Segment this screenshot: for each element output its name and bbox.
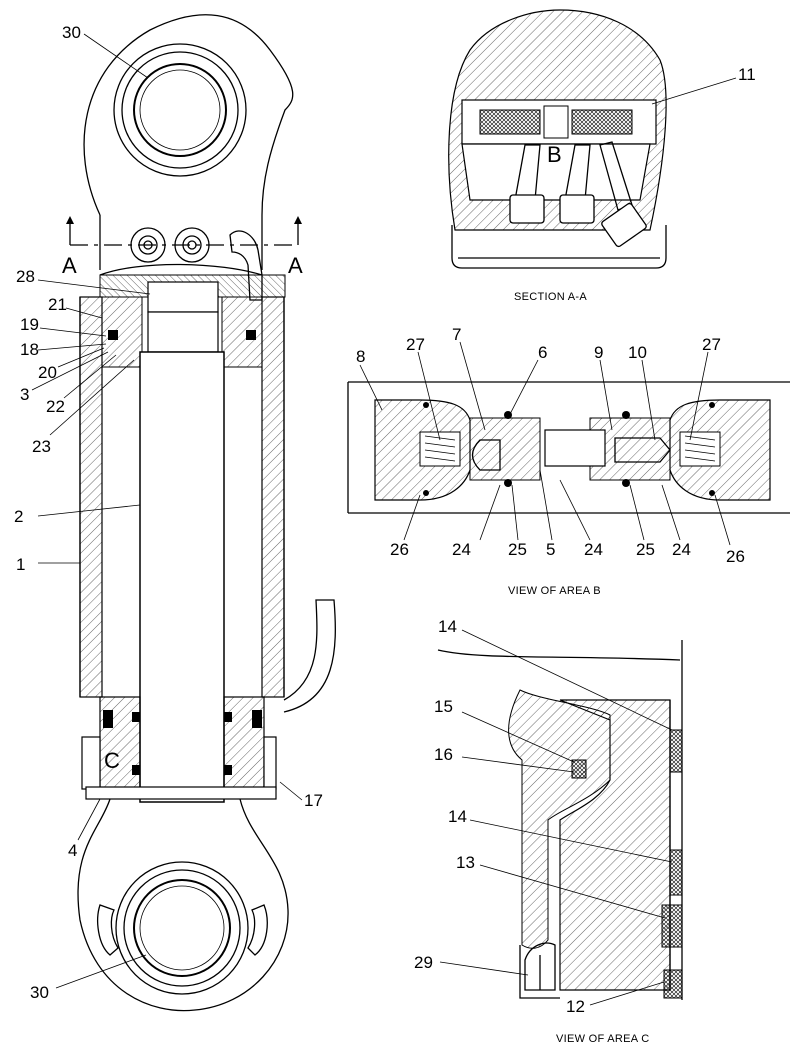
- callout-2: 2: [14, 507, 23, 526]
- callout-9: 9: [594, 343, 603, 362]
- callout-18: 18: [20, 340, 39, 359]
- section-aa-view: [448, 9, 667, 269]
- callout-12: 12: [566, 997, 585, 1016]
- leader-lines-main: [31, 33, 303, 989]
- callout-5: 5: [546, 540, 555, 559]
- callout-29: 29: [414, 953, 433, 972]
- callout-14-bottom: 14: [448, 807, 467, 826]
- bottom-eye: [77, 798, 289, 1012]
- caption-view-area-c: VIEW OF AREA C: [556, 1033, 649, 1045]
- hose-line: [283, 599, 336, 713]
- caption-view-area-b: VIEW OF AREA B: [508, 585, 601, 597]
- section-marker-a-right: A: [288, 253, 303, 278]
- callout-27-right: 27: [702, 335, 721, 354]
- callout-28: 28: [16, 267, 35, 286]
- callout-10: 10: [628, 343, 647, 362]
- top-eye: [83, 14, 294, 216]
- section-line-aa: [66, 216, 302, 246]
- callout-15: 15: [434, 697, 453, 716]
- callout-16: 16: [434, 745, 453, 764]
- leader-lines-area-c: [439, 629, 673, 1006]
- piston: [81, 696, 277, 800]
- callout-30-top: 30: [62, 23, 81, 42]
- callout-6: 6: [538, 343, 547, 362]
- callout-24-c: 24: [672, 540, 691, 559]
- callout-11: 11: [738, 65, 756, 84]
- callout-24-b: 24: [584, 540, 603, 559]
- callout-3: 3: [20, 385, 29, 404]
- callout-4: 4: [68, 841, 77, 860]
- area-marker-b: B: [547, 142, 562, 167]
- callout-26-left: 26: [390, 540, 409, 559]
- callout-27-left: 27: [406, 335, 425, 354]
- area-marker-c: C: [104, 748, 120, 773]
- view-area-b: [347, 381, 790, 514]
- leader-lines-area-b: [359, 341, 731, 546]
- piston-rod: [139, 351, 225, 803]
- callout-26-right: 26: [726, 547, 745, 566]
- section-marker-a-left: A: [62, 253, 77, 278]
- callout-17: 17: [304, 791, 323, 810]
- callout-1: 1: [16, 555, 25, 574]
- barrel: [79, 281, 285, 698]
- callout-14-top: 14: [438, 617, 457, 636]
- callout-20: 20: [38, 363, 57, 382]
- view-area-c: [437, 640, 683, 1000]
- callout-30-bottom: 30: [30, 983, 49, 1002]
- callout-13: 13: [456, 853, 475, 872]
- leader-11: [651, 77, 737, 105]
- caption-section-aa: SECTION A-A: [514, 291, 587, 303]
- callout-21: 21: [48, 295, 67, 314]
- callout-8: 8: [356, 347, 365, 366]
- callout-22: 22: [46, 397, 65, 416]
- callout-25-a: 25: [508, 540, 527, 559]
- callout-25-b: 25: [636, 540, 655, 559]
- cylinder-main-view: [66, 14, 336, 1012]
- callout-23: 23: [32, 437, 51, 456]
- callout-7: 7: [452, 325, 461, 344]
- callout-24-a: 24: [452, 540, 471, 559]
- callout-19: 19: [20, 315, 39, 334]
